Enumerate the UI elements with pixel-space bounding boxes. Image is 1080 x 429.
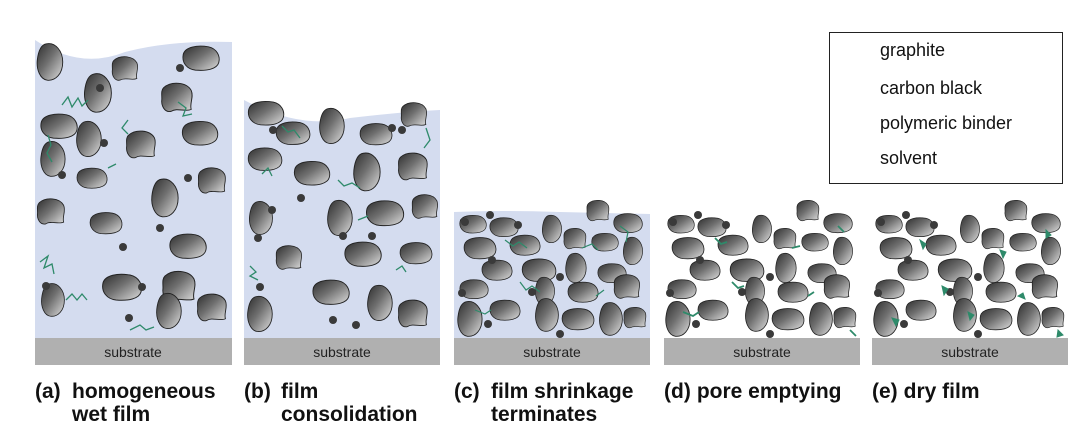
legend — [829, 32, 1063, 184]
caption-panel-c: (c) film shrinkage terminates — [454, 380, 633, 426]
caption-line1: dry film — [903, 380, 980, 403]
panel-film-consolidation: substrate — [244, 100, 440, 365]
substrate-bar — [872, 338, 1068, 365]
caption-panel-a: (a) homogeneous wet film — [35, 380, 216, 426]
caption-line2: terminates — [491, 403, 598, 426]
solvent-layer — [35, 40, 232, 338]
substrate-bar — [664, 338, 860, 365]
carbon-black-particles — [874, 211, 982, 338]
caption-line2: wet film — [72, 403, 151, 426]
panel-dry-film: substrate — [872, 199, 1068, 365]
caption-panel-d: (d)pore emptying — [664, 380, 842, 403]
carbon-black-particles — [42, 64, 192, 322]
substrate-bar — [35, 338, 232, 365]
caption-line2: consolidation — [281, 403, 418, 426]
caption-tag: (c) — [454, 380, 480, 403]
panel-homogeneous-wet-film: substrate — [35, 40, 232, 365]
caption-panel-b: (b) film consolidation — [244, 380, 418, 426]
caption-line1: pore emptying — [696, 380, 842, 403]
caption-line1: homogeneous — [72, 380, 216, 403]
binder-bridges — [891, 228, 1064, 338]
substrate-label: substrate — [523, 344, 581, 360]
panel-pore-emptying: substrate — [664, 199, 860, 365]
substrate-bar — [454, 338, 650, 365]
substrate-bar — [244, 338, 440, 365]
panel-film-shrinkage-terminates: substrate — [454, 199, 650, 365]
binder-strands — [682, 225, 857, 337]
caption-line1: film — [281, 380, 319, 403]
substrate-label: substrate — [104, 344, 162, 360]
binder-strands — [248, 125, 431, 281]
legend-label-carbon-black: carbon black — [880, 78, 983, 98]
carbon-black-particles — [666, 211, 774, 338]
substrate-label: substrate — [313, 344, 371, 360]
carbon-black-particles — [254, 124, 406, 329]
caption-tag: (a) — [35, 380, 61, 403]
caption-panel-e: (e)dry film — [872, 380, 980, 403]
caption-line1: film shrinkage — [491, 380, 634, 403]
caption-tag: (b) — [244, 380, 271, 403]
carbon-black-particles — [458, 211, 564, 338]
binder-strands — [474, 225, 629, 315]
caption-tag: (d) — [664, 380, 691, 403]
caption-tag: (e) — [872, 380, 898, 403]
legend-label-graphite: graphite — [880, 40, 946, 60]
binder-strands — [39, 95, 193, 331]
substrate-label: substrate — [941, 344, 999, 360]
legend-label-polymeric-binder: polymeric binder — [880, 113, 1013, 133]
substrate-label: substrate — [733, 344, 791, 360]
legend-label-solvent: solvent — [880, 148, 938, 168]
